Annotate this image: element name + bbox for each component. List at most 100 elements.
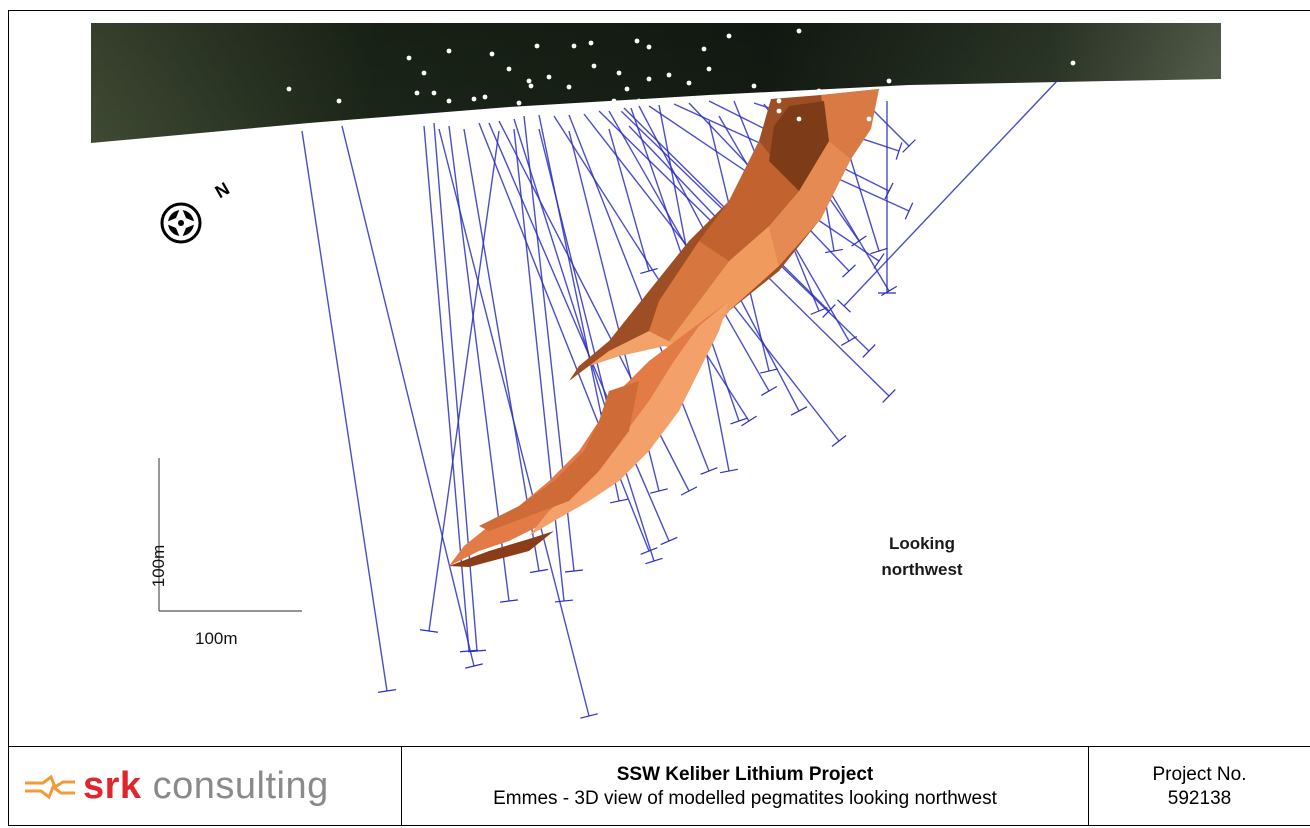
- drillhole-end-tick: [760, 386, 778, 396]
- drillhole-end-tick: [790, 406, 808, 416]
- scale-bar-vertical-label: 100m: [149, 544, 168, 588]
- logo-brand: srk: [83, 765, 142, 807]
- pegmatite-face: [769, 141, 851, 266]
- drill-collar-dot: [796, 116, 802, 122]
- drillhole-end-tick: [580, 713, 598, 719]
- drill-collar-dot: [336, 98, 342, 104]
- drill-collar-dot: [489, 51, 495, 57]
- pegmatite-face: [699, 141, 799, 261]
- drillhole-end-tick: [895, 142, 903, 160]
- drill-collar-dot: [611, 98, 617, 104]
- drillhole-end-tick: [822, 304, 836, 318]
- drillhole-end-tick: [904, 202, 914, 220]
- drill-collar-dot: [624, 86, 630, 92]
- project-number-label: Project No.: [1152, 763, 1247, 785]
- drill-collar-dot: [866, 116, 872, 122]
- drillhole-end-tick: [650, 488, 668, 494]
- drill-collar-dot: [414, 90, 420, 96]
- drill-collar-dot: [506, 66, 512, 72]
- figure-caption: Emmes - 3D view of modelled pegmatites l…: [493, 787, 997, 809]
- drillhole-trace: [553, 115, 750, 422]
- pegmatite-body: [449, 89, 879, 567]
- drillhole-end-tick: [378, 689, 396, 693]
- drill-collar-dot: [751, 83, 757, 89]
- pegmatite-face: [649, 241, 729, 341]
- drill-collar-dot: [471, 96, 477, 102]
- drillhole-end-tick: [499, 599, 519, 603]
- drill-collar-dot: [546, 74, 552, 80]
- scale-bar: [158, 458, 302, 612]
- drillhole-trace: [628, 125, 730, 232]
- drillhole-trace: [488, 122, 670, 542]
- drillhole-end-tick: [825, 248, 843, 254]
- drill-collar-dot: [666, 72, 672, 78]
- drill-collar-dot: [446, 48, 452, 54]
- drill-collar-dot: [686, 80, 692, 86]
- drill-collar-dot: [406, 55, 412, 61]
- logo-cell: srk consulting: [9, 747, 402, 826]
- drillhole-trace: [513, 118, 655, 562]
- scene-svg: N: [91, 23, 1221, 719]
- drillhole-trace: [843, 80, 1058, 307]
- drill-collar-dot: [618, 106, 624, 112]
- drill-collar-dot: [446, 98, 452, 104]
- drillhole-end-tick: [884, 182, 894, 200]
- drill-collar-dot: [701, 46, 707, 52]
- company-logo: srk consulting: [83, 765, 329, 808]
- pegmatite-face: [449, 531, 554, 567]
- drill-collar-dot: [616, 70, 622, 76]
- drill-collar-dot: [566, 84, 572, 90]
- drill-collar-dot: [776, 98, 782, 104]
- drill-collar-dot: [776, 108, 782, 114]
- pegmatite-face: [529, 301, 729, 536]
- drillhole-end-tick: [720, 468, 738, 474]
- drill-collar-dot: [286, 86, 292, 92]
- drill-collar-dot: [534, 43, 540, 49]
- drillhole-end-tick: [640, 547, 658, 555]
- drill-collar-dot: [571, 43, 577, 49]
- drill-collar-dot: [796, 28, 802, 34]
- drillhole-end-tick: [862, 344, 876, 358]
- drillhole-trace: [568, 114, 710, 472]
- srk-logo-mark-icon: [25, 774, 75, 799]
- drill-collar-dot: [816, 88, 822, 94]
- drill-collar-dot: [646, 44, 652, 50]
- drillhole-end-tick: [873, 253, 885, 269]
- project-number-cell: Project No. 592138: [1089, 747, 1310, 826]
- drillhole-end-tick: [730, 417, 748, 425]
- drill-collar-dot: [482, 94, 488, 100]
- north-label: N: [212, 178, 233, 202]
- drillhole-trace: [538, 128, 610, 412]
- drillhole-trace: [341, 125, 475, 667]
- drillhole-end-tick: [660, 536, 678, 546]
- drill-collar-dot: [1070, 60, 1076, 66]
- drillhole-end-tick: [554, 599, 574, 603]
- drillhole-end-tick: [467, 649, 487, 653]
- drill-collar-dot: [636, 98, 642, 104]
- pegmatite-face: [821, 89, 879, 159]
- drill-collar-dot: [526, 78, 532, 84]
- drillhole-end-tick: [882, 389, 896, 403]
- pegmatite-face: [569, 331, 699, 381]
- drillhole-end-tick: [640, 267, 658, 275]
- drillhole-end-tick: [645, 557, 663, 565]
- figure-frame: N 100m 100m Looking northwest srk consul…: [8, 10, 1310, 826]
- pegmatite-face: [449, 301, 729, 566]
- drillhole-trace: [608, 128, 650, 272]
- logo-suffix: consulting: [141, 765, 329, 807]
- drillhole-trace: [868, 105, 910, 147]
- terrain-shade: [91, 23, 1221, 143]
- drillhole-end-tick: [870, 247, 888, 255]
- drillhole-trace: [301, 130, 388, 692]
- drill-collar-dot: [421, 70, 427, 76]
- drillhole-trace: [428, 130, 500, 632]
- drill-collar-dot: [886, 78, 892, 84]
- drill-collar-dot: [431, 90, 437, 96]
- drill-collar-dot: [646, 76, 652, 82]
- project-title: SSW Keliber Lithium Project: [616, 763, 874, 785]
- drillhole-trace: [478, 122, 650, 552]
- drillhole-end-tick: [741, 415, 757, 427]
- drill-collar-dot: [591, 63, 597, 69]
- drillhole-end-tick: [610, 498, 628, 504]
- drill-collar-dot: [528, 83, 534, 89]
